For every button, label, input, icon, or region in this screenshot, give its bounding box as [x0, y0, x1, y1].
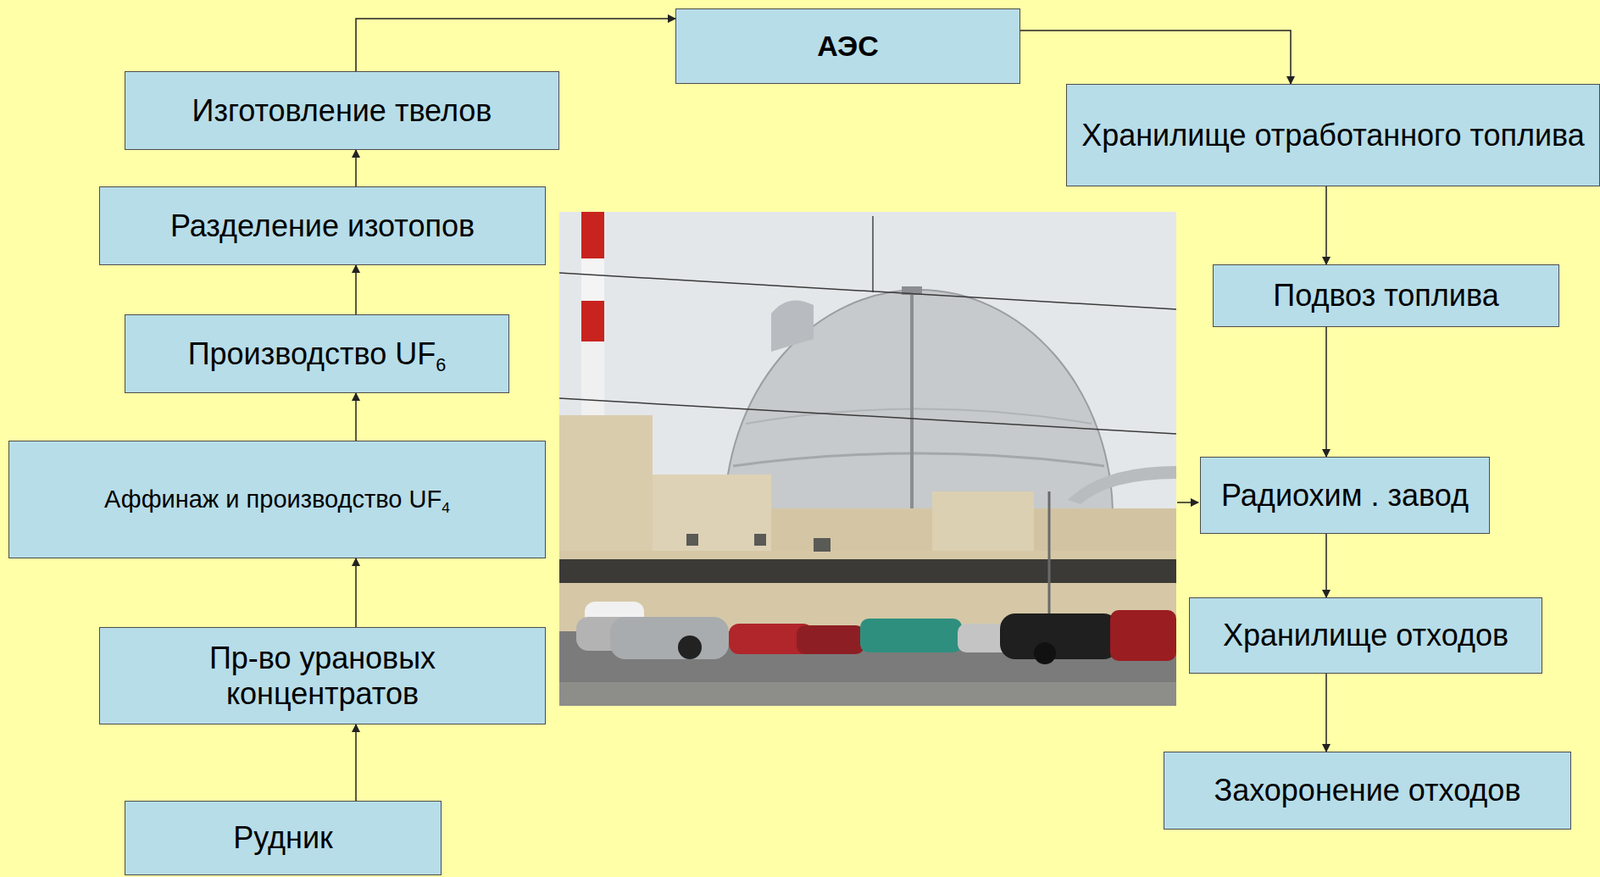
- box-label: Изготовление твелов: [192, 93, 493, 128]
- box-label: Хранилище отработанного топлива: [1081, 117, 1585, 153]
- car: [1000, 613, 1119, 660]
- process-box: Рудник: [124, 800, 442, 876]
- process-box: Подвоз топлива: [1212, 264, 1560, 328]
- sky: [559, 211, 1177, 706]
- dome-ring: [745, 409, 1092, 425]
- box-label: Пр-во урановых концентратов: [110, 640, 535, 712]
- flow-arrow: [1325, 533, 1328, 598]
- dome-ring: [733, 453, 1105, 467]
- process-box: АЭС: [675, 8, 1021, 84]
- flow-arrow: [1325, 327, 1328, 457]
- process-box: Разделение изотопов: [99, 186, 546, 266]
- chimney-stripe: [581, 300, 605, 342]
- flow-arrow: [355, 724, 357, 801]
- car: [796, 625, 865, 655]
- car: [610, 616, 729, 660]
- power-plant-photo: [559, 211, 1177, 706]
- process-box: Хранилище отработанного топлива: [1066, 83, 1600, 187]
- flow-arrow: [355, 393, 357, 441]
- reactor-dome: [724, 289, 1113, 517]
- window: [686, 533, 699, 546]
- process-box: Захоронение отходов: [1163, 751, 1572, 830]
- chimney-stripe: [581, 258, 605, 301]
- box-label: Производство UF6: [188, 336, 447, 372]
- box-label: Захоронение отходов: [1213, 772, 1521, 808]
- photo-arrow: [1177, 501, 1199, 504]
- power-line: [559, 272, 1177, 310]
- flow-arrow: [1020, 30, 1291, 84]
- parking-lot: [559, 682, 1177, 706]
- flow-arrow: [1325, 673, 1328, 752]
- pipe: [1067, 466, 1177, 505]
- process-box: Хранилище отходов: [1188, 597, 1543, 674]
- building: [652, 474, 772, 551]
- process-box: Аффинаж и производство UF4: [8, 440, 546, 559]
- box-label: Хранилище отходов: [1222, 617, 1509, 653]
- building: [559, 415, 653, 551]
- box-label: Подвоз топлива: [1272, 277, 1499, 313]
- flow-arrow: [355, 265, 357, 315]
- flow-arrow: [355, 558, 357, 628]
- chimney-stripe: [581, 211, 605, 259]
- wheel: [677, 635, 702, 660]
- process-box: Радиохим . завод: [1200, 456, 1490, 534]
- flow-arrow: [1325, 186, 1328, 265]
- power-line: [559, 398, 1177, 434]
- process-box: Пр-во урановых концентратов: [99, 627, 546, 725]
- wheel: [1033, 642, 1056, 665]
- antenna: [872, 216, 874, 293]
- flow-arrow: [355, 150, 357, 187]
- box-label: Радиохим . завод: [1221, 477, 1469, 513]
- box-label: Разделение изотопов: [170, 208, 475, 244]
- car: [860, 618, 962, 653]
- process-box: Производство UF6: [124, 314, 510, 394]
- car: [1110, 610, 1177, 662]
- box-label: Аффинаж и производство UF4: [104, 485, 450, 514]
- process-box: Изготовление твелов: [124, 71, 560, 150]
- flow-arrow: [355, 18, 676, 72]
- box-label: Рудник: [233, 820, 334, 856]
- window: [754, 533, 767, 546]
- window-band: [559, 559, 1177, 584]
- box-label: АЭС: [816, 29, 878, 63]
- window: [813, 538, 831, 552]
- dome-crane: [771, 300, 814, 352]
